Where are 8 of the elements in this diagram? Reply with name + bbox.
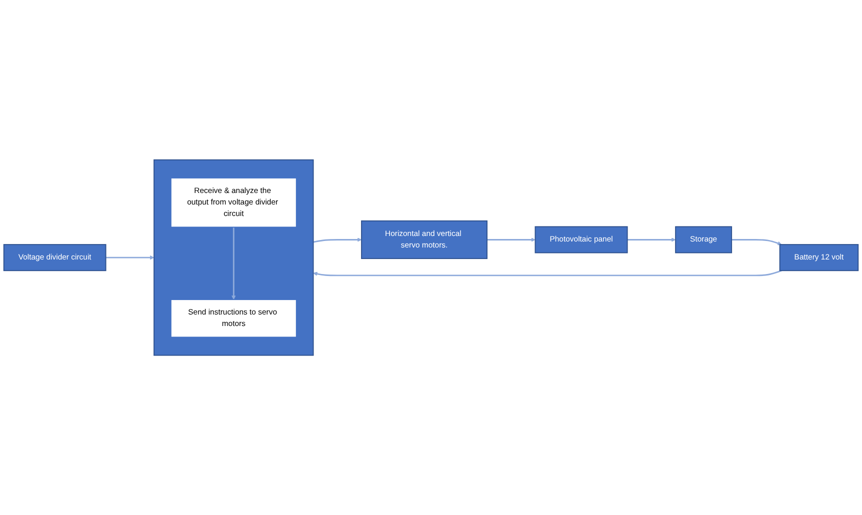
arrow (313, 270, 782, 276)
arrow (732, 238, 782, 246)
arrow (487, 238, 536, 242)
arrow (106, 255, 154, 260)
arrow (627, 238, 676, 242)
arrow (232, 227, 236, 300)
cluster (154, 159, 314, 356)
arrow (313, 238, 362, 243)
